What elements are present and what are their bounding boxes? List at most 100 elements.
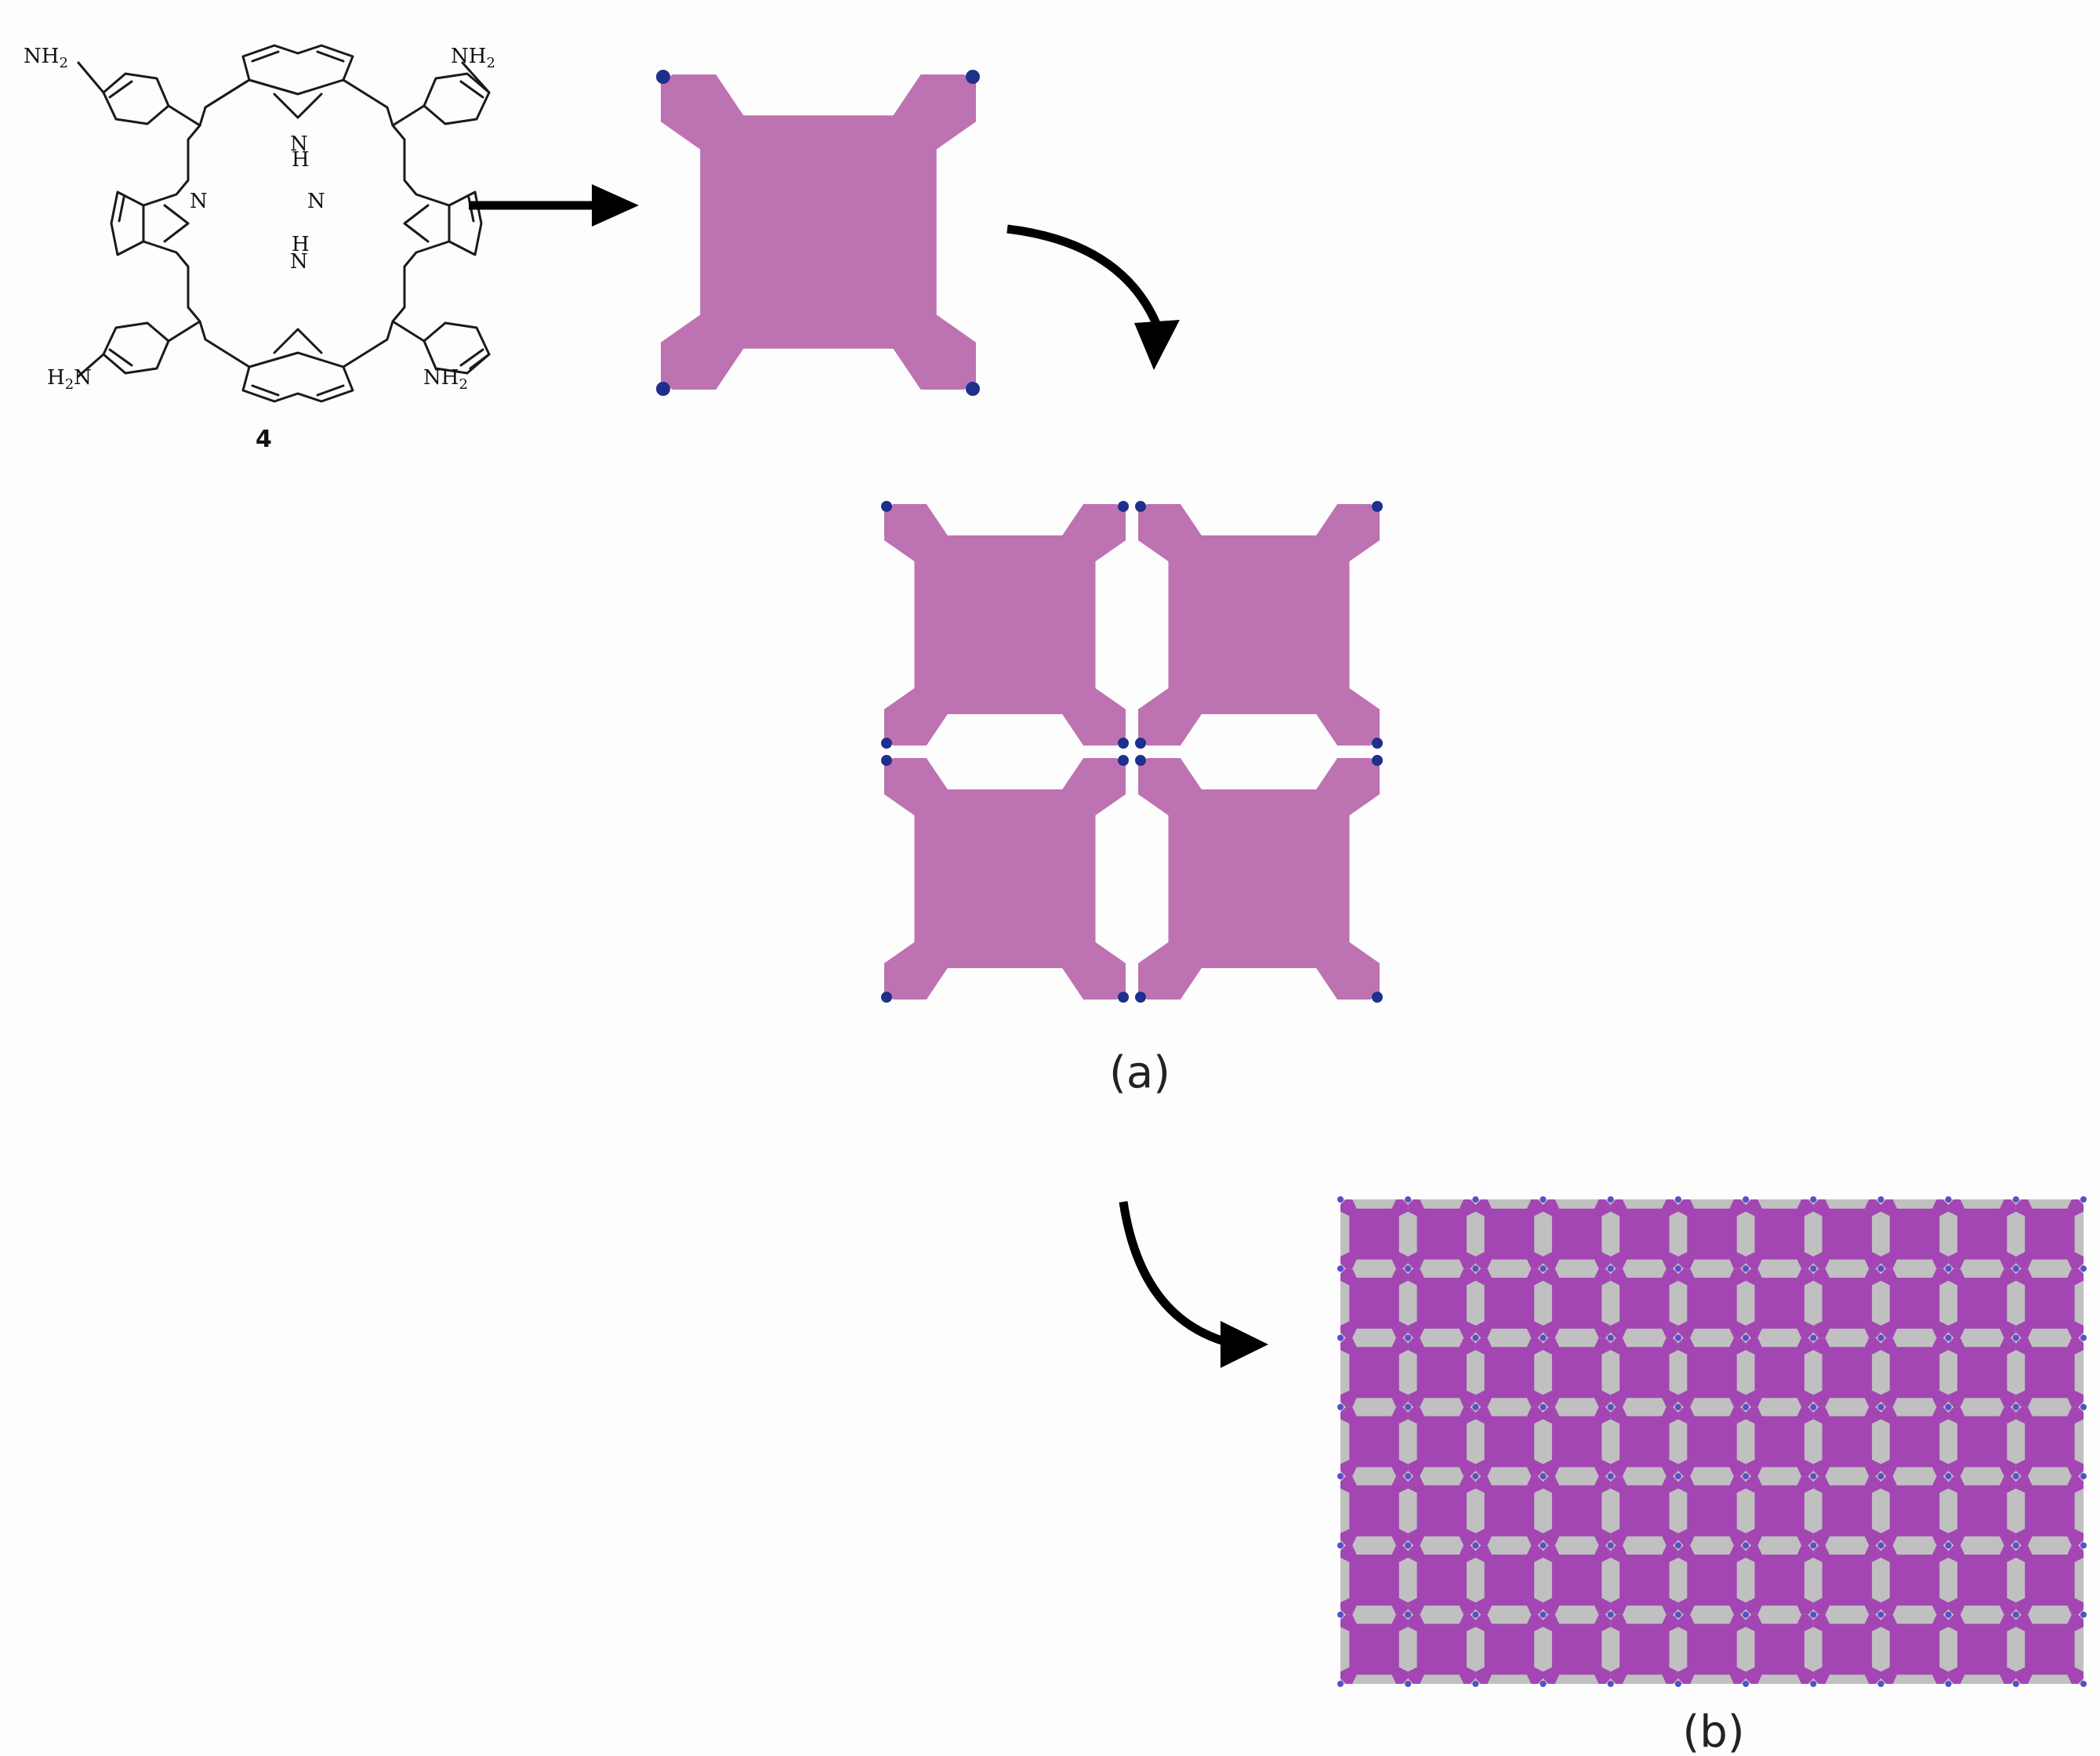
lattice-tile [1881, 1199, 1949, 1269]
lattice-tile [1610, 1337, 1678, 1407]
lattice-tile [2015, 1476, 2084, 1546]
lattice-node [1472, 1611, 1479, 1618]
lattice-node [1674, 1473, 1681, 1480]
lattice-tile [1475, 1268, 1543, 1338]
lattice-tile [1881, 1476, 1949, 1546]
lattice-tile [1543, 1337, 1611, 1407]
lattice-node [1405, 1196, 1412, 1203]
lattice-tile [1677, 1199, 1746, 1269]
lattice-tile [1677, 1406, 1746, 1477]
lattice-tile [1543, 1545, 1611, 1615]
lattice-node [1810, 1403, 1817, 1410]
lattice-tile [1948, 1337, 2016, 1407]
n-left: N [190, 190, 208, 213]
lattice-node [1674, 1403, 1681, 1410]
lattice-node [1540, 1681, 1547, 1687]
node-dot [1118, 992, 1129, 1003]
node-dot [1135, 738, 1146, 749]
lattice-node [2012, 1265, 2019, 1272]
lattice-tile [1677, 1614, 1746, 1684]
lattice-node [2012, 1611, 2019, 1618]
lattice-node [1607, 1196, 1614, 1203]
lattice-node [1877, 1542, 1884, 1549]
lattice-node [1743, 1196, 1750, 1203]
lattice-tile [1340, 1614, 1409, 1684]
lattice-node [1810, 1473, 1817, 1480]
lattice-node [1945, 1681, 1952, 1687]
lattice-tile [1610, 1545, 1678, 1615]
amine-label-top-right: NH2 [451, 45, 495, 71]
lattice-tile [2015, 1199, 2084, 1269]
lattice-tile [1408, 1545, 1476, 1615]
lattice-tile [1610, 1614, 1678, 1684]
lattice-tile [1746, 1199, 1814, 1269]
lattice-node [1945, 1334, 1952, 1341]
node-dot [881, 755, 892, 766]
panel-label-b: (b) [1682, 1707, 1744, 1756]
lattice-tile [1340, 1268, 1409, 1338]
lattice-tile [1610, 1476, 1678, 1546]
lattice-node [1337, 1334, 1344, 1341]
curved-arrow-right [1119, 1201, 1268, 1368]
lattice-tile [1948, 1199, 2016, 1269]
tile-assembly-2x2 [881, 501, 1383, 1003]
lattice-node [1607, 1334, 1614, 1341]
lattice-node [1337, 1265, 1344, 1272]
lattice-tile [1340, 1337, 1409, 1407]
amine-label-bottom-right: NH2 [423, 366, 468, 393]
lattice-node [1877, 1265, 1884, 1272]
amine-label-top-left: NH2 [24, 45, 68, 71]
lattice-tile [1677, 1268, 1746, 1338]
lattice-tile [1746, 1476, 1814, 1546]
lattice-tile [1408, 1199, 1476, 1269]
lattice-node [1405, 1611, 1412, 1618]
lattice-node [1743, 1681, 1750, 1687]
lattice-node [1405, 1403, 1412, 1410]
nh-nitrogen-top: N [290, 132, 308, 156]
lattice-tile [1408, 1476, 1476, 1546]
compound-number: 4 [256, 426, 272, 453]
node-dot [656, 70, 670, 84]
lattice-node [2080, 1611, 2087, 1618]
lattice-tile [1948, 1614, 2016, 1684]
single-porphyrin-tile [656, 70, 980, 396]
lattice-tile [1746, 1614, 1814, 1684]
lattice-node [2012, 1196, 2019, 1203]
lattice-tile [1408, 1406, 1476, 1477]
lattice-tile [1813, 1545, 1881, 1615]
lattice-tile [1813, 1614, 1881, 1684]
porphyrin-molecule: NH2 NH2 H2N NH2 N H H N N N 4 [24, 44, 495, 453]
lattice-node [1877, 1403, 1884, 1410]
lattice-node [1607, 1611, 1614, 1618]
lattice-node [1877, 1473, 1884, 1480]
amine-label-bottom-left: H2N [47, 366, 92, 393]
lattice-node [1540, 1542, 1547, 1549]
lattice-node [1945, 1403, 1952, 1410]
lattice-node [1337, 1542, 1344, 1549]
lattice-node [2080, 1681, 2087, 1687]
lattice-node [1540, 1334, 1547, 1341]
lattice-tile [1475, 1199, 1543, 1269]
lattice-tile [1677, 1476, 1746, 1546]
lattice-tile [1746, 1545, 1814, 1615]
lattice-tile [1881, 1545, 1949, 1615]
lattice-tile [1475, 1614, 1543, 1684]
lattice-node [1674, 1334, 1681, 1341]
lattice-node [1877, 1611, 1884, 1618]
node-dot [881, 738, 892, 749]
curved-arrow-down [1006, 224, 1180, 370]
lattice-node [1743, 1334, 1750, 1341]
lattice-tile [1543, 1199, 1611, 1269]
lattice-tile [1543, 1406, 1611, 1477]
panel-label-a: (a) [1109, 1047, 1170, 1098]
lattice-tile [1475, 1476, 1543, 1546]
lattice-node [1607, 1265, 1614, 1272]
lattice-tile [1340, 1545, 1409, 1615]
lattice-tile [1677, 1337, 1746, 1407]
lattice-node [1945, 1611, 1952, 1618]
node-dot [1372, 992, 1383, 1003]
lattice-node [1810, 1542, 1817, 1549]
lattice-tile [1881, 1406, 1949, 1477]
lattice-node [2012, 1403, 2019, 1410]
lattice-node [1743, 1473, 1750, 1480]
